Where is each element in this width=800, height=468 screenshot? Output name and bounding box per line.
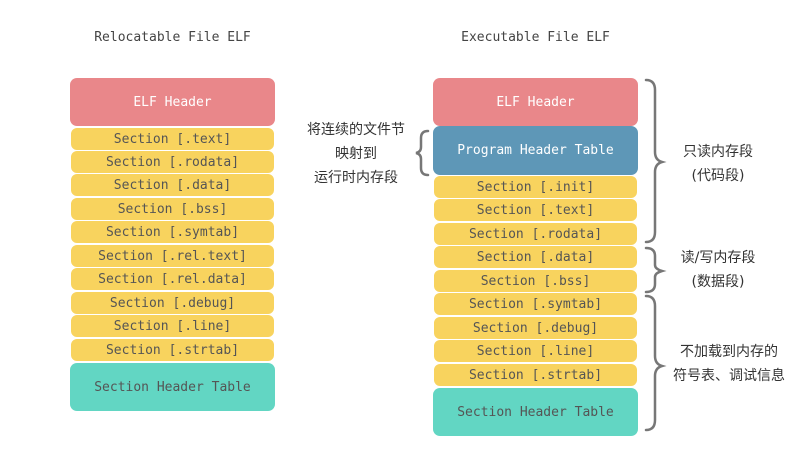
executable-section-header-table: Section Header Table (433, 388, 638, 436)
mapping-note-line3: 运行时内存段 (314, 170, 398, 186)
readwrite-brace (644, 246, 667, 294)
readonly-brace (644, 78, 667, 244)
relocatable-section-symtab: Section [.symtab] (70, 220, 275, 244)
relocatable-section-header-table: Section Header Table (70, 363, 275, 411)
relocatable-title: Relocatable File ELF (94, 30, 251, 45)
notloaded-note-line1: 不加载到内存的 (680, 344, 778, 360)
notloaded-brace (644, 294, 667, 432)
executable-section-bss: Section [.bss] (433, 269, 638, 293)
mapping-note: 将连续的文件节 映射到 运行时内存段 (300, 118, 412, 190)
relocatable-section-rodata: Section [.rodata] (70, 150, 275, 174)
executable-section-line: Section [.line] (433, 339, 638, 363)
notloaded-note: 不加载到内存的 符号表、调试信息 (664, 340, 794, 388)
executable-program-header-table: Program Header Table (433, 126, 638, 175)
mapping-note-line2: 映射到 (335, 146, 377, 162)
relocatable-section-bss: Section [.bss] (70, 197, 275, 221)
relocatable-section-data: Section [.data] (70, 173, 275, 197)
executable-title: Executable File ELF (461, 30, 610, 45)
executable-elf-header: ELF Header (433, 78, 638, 126)
relocatable-section-rel-text: Section [.rel.text] (70, 244, 275, 268)
mapping-note-line1: 将连续的文件节 (307, 122, 405, 138)
relocatable-section-text: Section [.text] (70, 127, 275, 151)
relocatable-section-line: Section [.line] (70, 314, 275, 338)
readwrite-note-line2: (数据段) (691, 274, 745, 290)
executable-section-data: Section [.data] (433, 245, 638, 269)
relocatable-section-rel-data: Section [.rel.data] (70, 267, 275, 291)
readwrite-note: 读/写内存段 (数据段) (668, 246, 768, 294)
mapping-brace (415, 129, 430, 177)
relocatable-elf-header: ELF Header (70, 78, 275, 126)
executable-section-debug: Section [.debug] (433, 316, 638, 340)
executable-section-strtab: Section [.strtab] (433, 363, 638, 387)
readonly-note-line2: (代码段) (691, 168, 745, 184)
readwrite-note-line1: 读/写内存段 (680, 250, 756, 266)
executable-section-symtab: Section [.symtab] (433, 292, 638, 316)
relocatable-section-strtab: Section [.strtab] (70, 338, 275, 362)
executable-section-text: Section [.text] (433, 198, 638, 222)
readonly-note: 只读内存段 (代码段) (668, 140, 768, 188)
executable-section-init: Section [.init] (433, 175, 638, 199)
notloaded-note-line2: 符号表、调试信息 (673, 368, 785, 384)
readonly-note-line1: 只读内存段 (683, 144, 753, 160)
